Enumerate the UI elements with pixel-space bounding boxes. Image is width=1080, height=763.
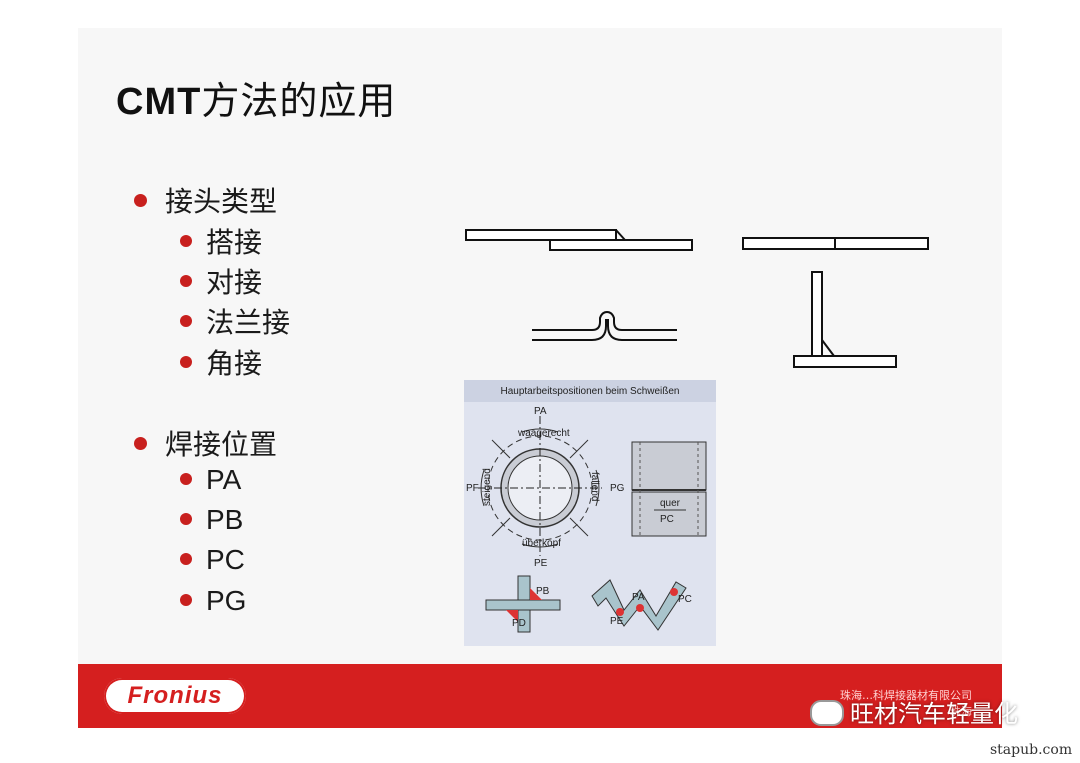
label-pc: PC bbox=[660, 514, 674, 525]
bullet-lap-joint: 搭接 bbox=[180, 221, 262, 261]
bullet-dot bbox=[180, 593, 192, 606]
label-pb: PB bbox=[536, 586, 550, 597]
bullet-dot bbox=[180, 472, 192, 485]
flange-joint-diagram bbox=[532, 310, 677, 341]
figure-title: Hauptarbeitspositionen beim Schweißen bbox=[500, 386, 680, 397]
bullet-welding-positions: 焊接位置 bbox=[134, 423, 277, 463]
bullet-dot bbox=[180, 552, 192, 565]
site-watermark: stapub.com bbox=[990, 742, 1073, 758]
label-steigend: steigend bbox=[482, 468, 493, 506]
label-pd: PD bbox=[512, 618, 526, 629]
pipe-diagram bbox=[478, 416, 602, 556]
bullet-pa: PA bbox=[180, 464, 241, 496]
butt-joint-diagram bbox=[742, 237, 929, 250]
label-quer: quer bbox=[660, 498, 681, 509]
slide-title: CMT方法的应用 bbox=[116, 79, 397, 123]
bullet-dot bbox=[180, 315, 192, 327]
bullet-joint-types: 接头类型 bbox=[134, 180, 277, 220]
label-pa: PA bbox=[534, 406, 547, 417]
label-pe: PE bbox=[534, 558, 548, 569]
bullet-butt-joint: 对接 bbox=[180, 261, 262, 301]
bullet-dot bbox=[180, 512, 192, 525]
fillet-diagram bbox=[485, 575, 561, 633]
footer-bar: Fronius 珠海…科焊接器材有限公司 珠海 bbox=[78, 664, 1002, 728]
bullet-dot bbox=[134, 193, 147, 207]
label-waagerecht: waagerecht bbox=[517, 428, 570, 439]
wechat-watermark: 旺材汽车轻量化 bbox=[810, 694, 1018, 729]
bullet-pc: PC bbox=[180, 544, 245, 576]
bullet-dot bbox=[180, 275, 192, 287]
label-pe2: PE bbox=[610, 616, 624, 627]
label-pa2: PA bbox=[632, 592, 645, 603]
bullet-pb: PB bbox=[180, 504, 243, 536]
fronius-logo: Fronius bbox=[104, 678, 246, 714]
bullet-dot bbox=[180, 356, 192, 368]
label-pf: PF bbox=[466, 483, 479, 494]
label-pg: PG bbox=[610, 483, 625, 494]
bullet-dot bbox=[180, 235, 192, 247]
joint-diagrams bbox=[465, 229, 929, 368]
corner-joint-diagram bbox=[793, 271, 897, 368]
label-pc2: PC bbox=[678, 594, 692, 605]
welding-positions-figure: PA waagerecht PF steigend PG fallend übe… bbox=[464, 380, 716, 646]
zigzag-diagram bbox=[591, 579, 687, 631]
bullet-pg: PG bbox=[180, 585, 246, 617]
label-fallend: fallend bbox=[589, 472, 600, 501]
plates-diagram bbox=[631, 441, 707, 537]
lap-joint-diagram bbox=[465, 229, 693, 251]
wechat-icon bbox=[810, 700, 844, 726]
bullet-corner-joint: 角接 bbox=[180, 342, 262, 382]
bullet-flange-joint: 法兰接 bbox=[180, 301, 290, 341]
label-ueberkopf: überkopf bbox=[522, 538, 561, 549]
bullet-dot bbox=[134, 436, 147, 450]
company-name: 珠海…科焊接器材有限公司 珠海 bbox=[840, 689, 972, 718]
